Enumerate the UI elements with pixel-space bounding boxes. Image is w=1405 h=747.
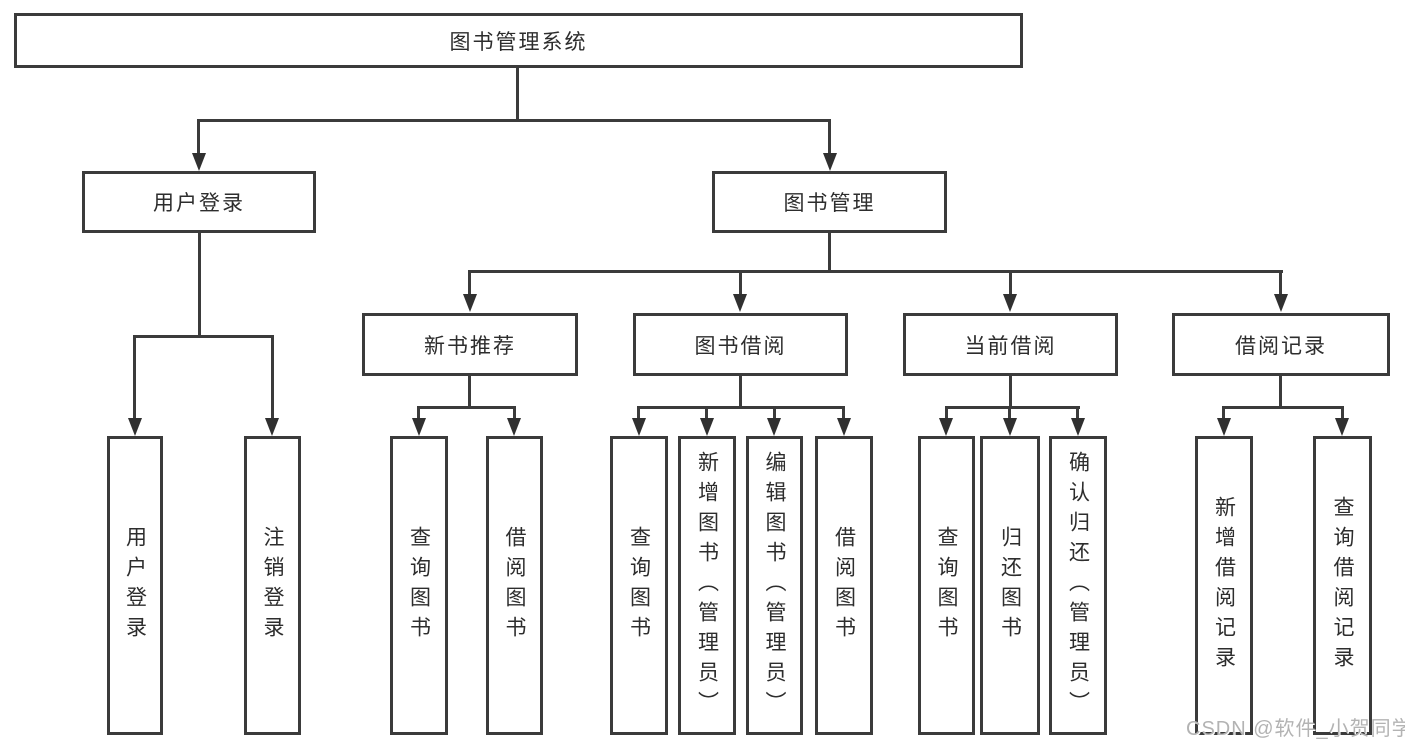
connector-line bbox=[842, 408, 845, 420]
arrow-down-icon bbox=[823, 153, 837, 171]
connector-line bbox=[417, 408, 420, 420]
node-leaf-edit-book-admin: 编辑图书（管理员） bbox=[746, 436, 803, 735]
connector-line bbox=[705, 408, 708, 420]
arrow-down-icon bbox=[939, 418, 953, 436]
connector-line bbox=[637, 406, 845, 409]
connector-line bbox=[197, 119, 831, 122]
connector-line bbox=[468, 376, 471, 408]
node-leaf-user-login: 用户登录 bbox=[107, 436, 163, 735]
connector-line bbox=[1279, 272, 1282, 296]
connector-line bbox=[516, 68, 519, 120]
node-root-system: 图书管理系统 bbox=[14, 13, 1023, 68]
arrow-down-icon bbox=[1003, 294, 1017, 312]
connector-line bbox=[637, 408, 640, 420]
arrow-down-icon bbox=[733, 294, 747, 312]
node-book-management: 图书管理 bbox=[712, 171, 947, 233]
connector-line bbox=[133, 335, 136, 420]
connector-line bbox=[1009, 376, 1012, 408]
connector-line bbox=[828, 233, 831, 273]
connector-line bbox=[945, 408, 948, 420]
arrow-down-icon bbox=[700, 418, 714, 436]
arrow-down-icon bbox=[1071, 418, 1085, 436]
node-leaf-return-book: 归还图书 bbox=[980, 436, 1040, 735]
connector-line bbox=[1009, 272, 1012, 296]
node-leaf-query-books-3: 查询图书 bbox=[918, 436, 975, 735]
connector-line bbox=[945, 406, 1080, 409]
connector-line bbox=[1008, 408, 1011, 420]
connector-line bbox=[133, 335, 274, 338]
connector-line bbox=[1076, 408, 1079, 420]
arrow-down-icon bbox=[128, 418, 142, 436]
node-book-borrow: 图书借阅 bbox=[633, 313, 848, 376]
connector-line bbox=[773, 408, 776, 420]
node-leaf-query-books-2: 查询图书 bbox=[610, 436, 668, 735]
node-leaf-confirm-return-admin: 确认归还（管理员） bbox=[1049, 436, 1107, 735]
node-new-book-recommend: 新书推荐 bbox=[362, 313, 578, 376]
arrow-down-icon bbox=[1335, 418, 1349, 436]
connector-line bbox=[198, 233, 201, 336]
arrow-down-icon bbox=[632, 418, 646, 436]
connector-line bbox=[1341, 408, 1344, 420]
node-leaf-add-borrow-record: 新增借阅记录 bbox=[1195, 436, 1253, 735]
arrow-down-icon bbox=[192, 153, 206, 171]
connector-line bbox=[1222, 406, 1344, 409]
connector-line bbox=[468, 272, 471, 296]
arrow-down-icon bbox=[837, 418, 851, 436]
connector-line bbox=[1279, 376, 1282, 408]
connector-line bbox=[1222, 408, 1225, 420]
arrow-down-icon bbox=[767, 418, 781, 436]
node-leaf-query-borrow-record: 查询借阅记录 bbox=[1313, 436, 1372, 735]
connector-line bbox=[417, 406, 516, 409]
connector-line bbox=[271, 335, 274, 420]
arrow-down-icon bbox=[507, 418, 521, 436]
node-borrow-records: 借阅记录 bbox=[1172, 313, 1390, 376]
arrow-down-icon bbox=[1217, 418, 1231, 436]
connector-line bbox=[197, 119, 200, 155]
connector-line bbox=[828, 119, 831, 155]
arrow-down-icon bbox=[265, 418, 279, 436]
node-leaf-query-books-1: 查询图书 bbox=[390, 436, 448, 735]
arrow-down-icon bbox=[1003, 418, 1017, 436]
csdn-watermark: CSDN @软件_小贺同学 bbox=[1186, 718, 1405, 740]
connector-line bbox=[513, 408, 516, 420]
connector-line bbox=[468, 270, 1283, 273]
node-current-borrow: 当前借阅 bbox=[903, 313, 1118, 376]
node-user-login: 用户登录 bbox=[82, 171, 316, 233]
node-leaf-logout: 注销登录 bbox=[244, 436, 301, 735]
connector-line bbox=[739, 272, 742, 296]
arrow-down-icon bbox=[463, 294, 477, 312]
node-leaf-borrow-books-2: 借阅图书 bbox=[815, 436, 873, 735]
arrow-down-icon bbox=[412, 418, 426, 436]
node-leaf-add-book-admin: 新增图书（管理员） bbox=[678, 436, 736, 735]
connector-line bbox=[739, 376, 742, 408]
arrow-down-icon bbox=[1274, 294, 1288, 312]
node-leaf-borrow-books-1: 借阅图书 bbox=[486, 436, 543, 735]
